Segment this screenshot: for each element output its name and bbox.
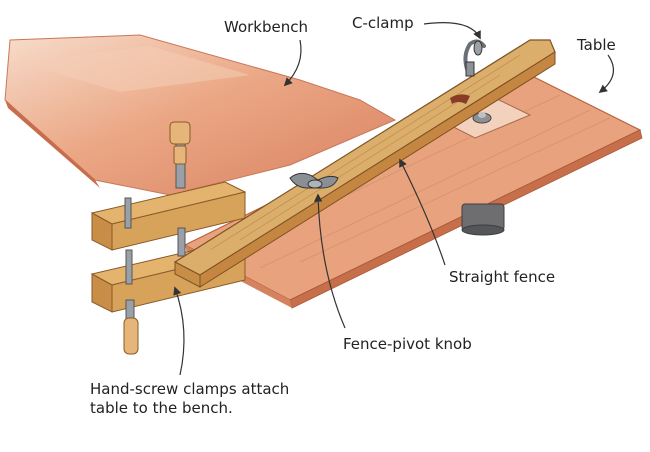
router-motor xyxy=(462,204,504,235)
label-fence-pivot-knob: Fence-pivot knob xyxy=(343,335,472,354)
label-table: Table xyxy=(577,36,616,55)
label-c-clamp: C-clamp xyxy=(352,14,414,33)
leader-hand-screw-clamps xyxy=(175,288,184,375)
label-straight-fence: Straight fence xyxy=(449,268,555,287)
label-hand-screw-clamps: Hand-screw clamps attach table to the be… xyxy=(90,380,300,418)
leader-c-clamp xyxy=(424,23,480,38)
label-workbench: Workbench xyxy=(224,18,308,37)
leader-table xyxy=(600,55,613,92)
